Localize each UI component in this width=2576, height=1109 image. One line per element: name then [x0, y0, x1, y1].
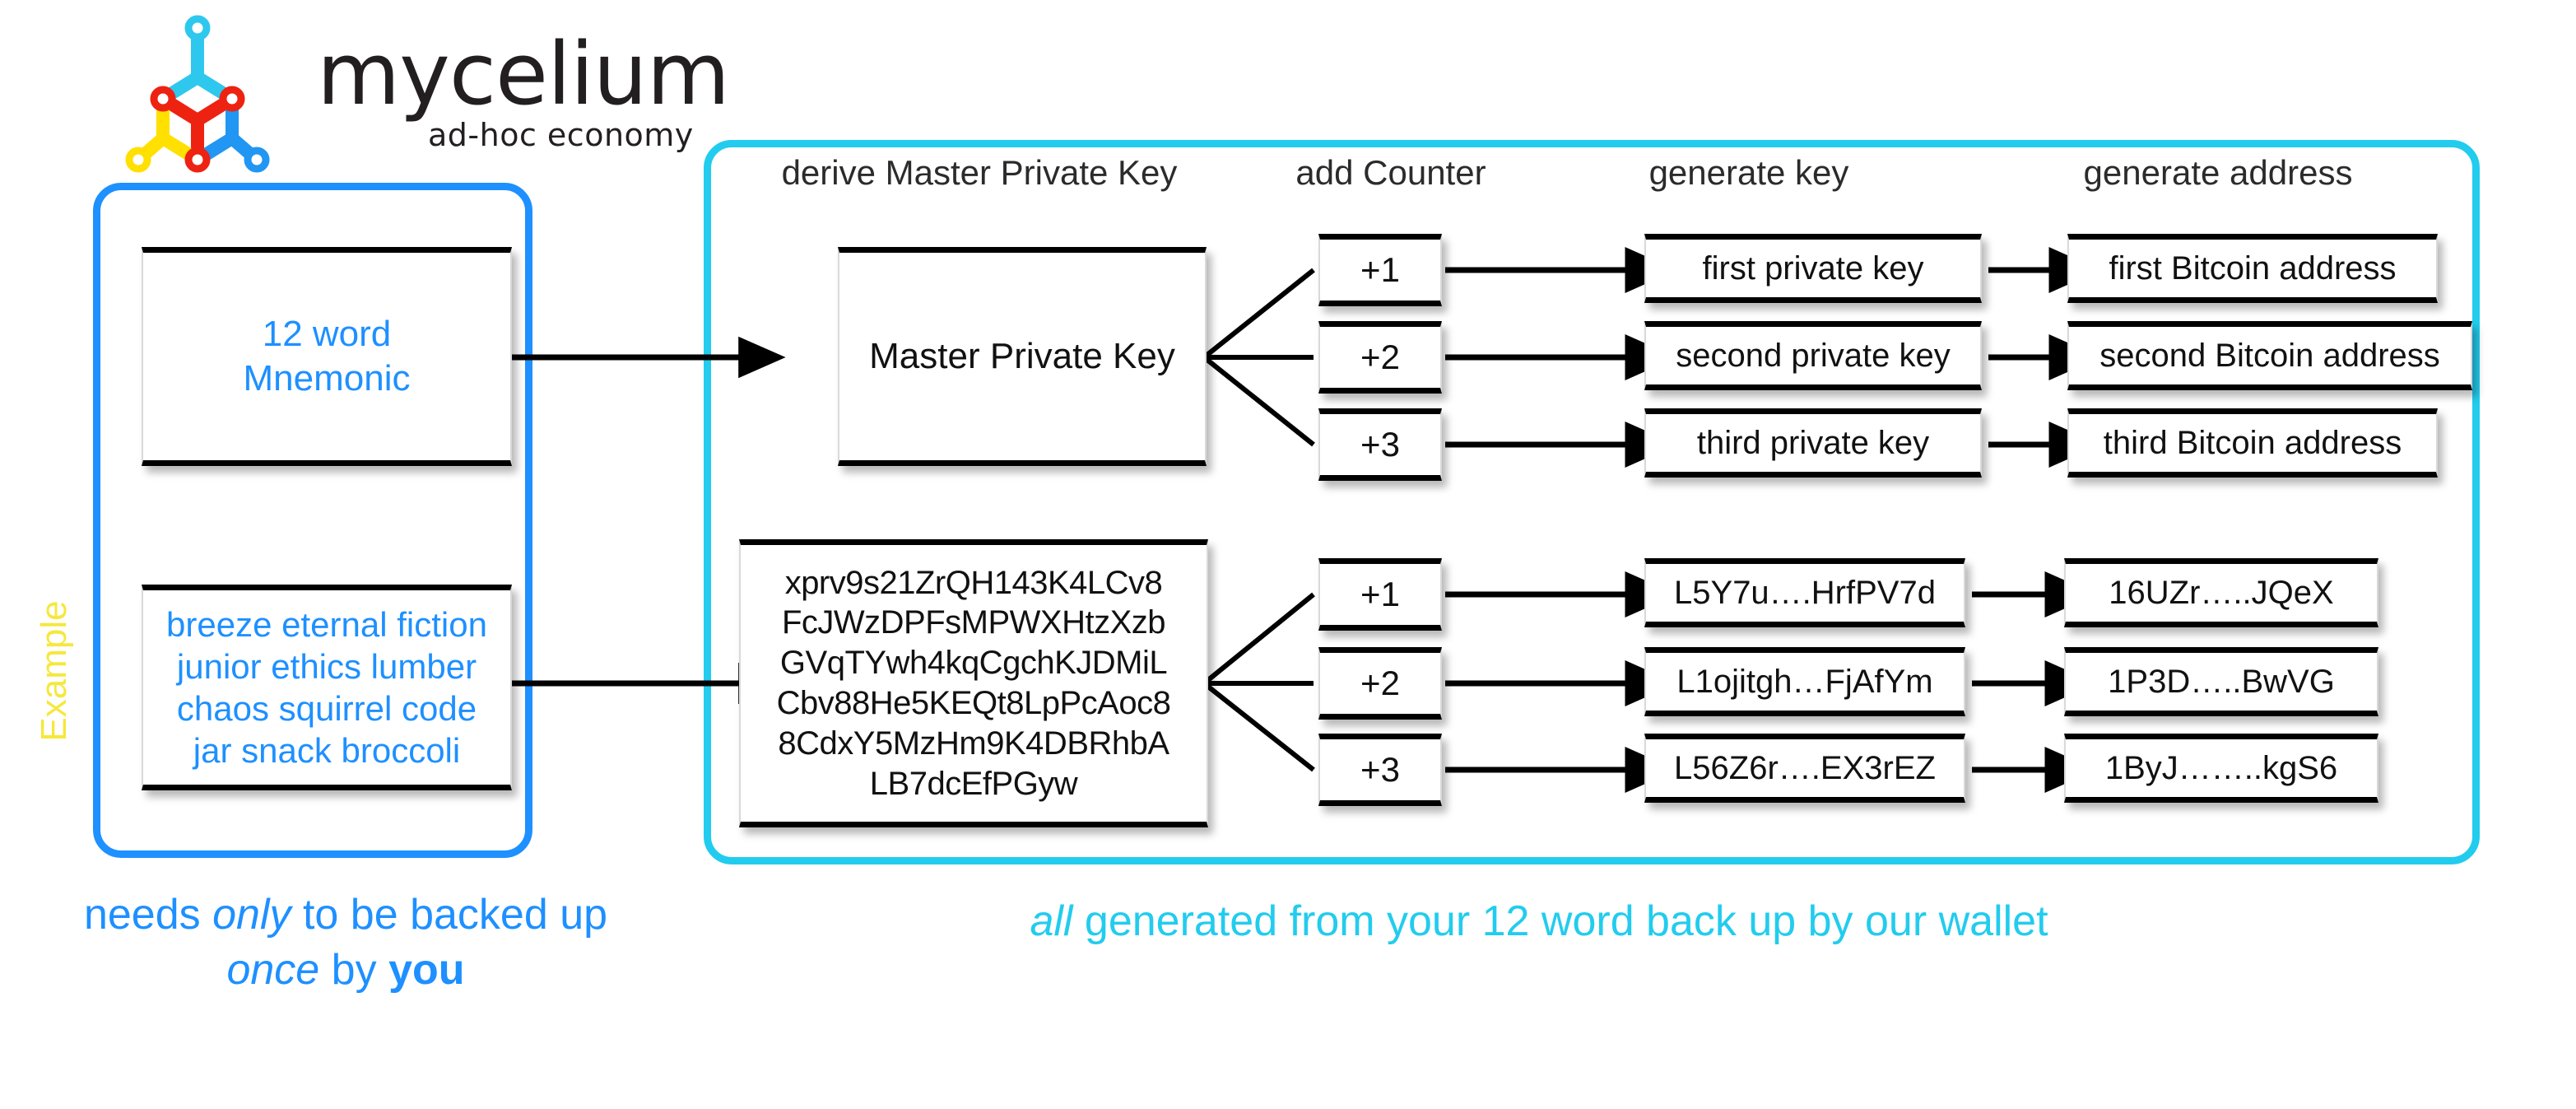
master-private-key-box: Master Private Key [838, 247, 1207, 466]
private-key-box-2: second private key [1644, 321, 1982, 390]
column-header-add-counter: add Counter [1295, 153, 1486, 192]
derived-address-box-2: 1P3D…..BwVG [2064, 647, 2378, 716]
example-words-line-4: jar snack broccoli [193, 731, 461, 771]
example-words-box: breeze eternal fiction junior ethics lum… [142, 585, 512, 790]
example-side-label: Example [34, 600, 74, 742]
backup-panel [93, 183, 532, 858]
counter-box-4: +1 [1318, 558, 1442, 631]
counter-box-2: +2 [1318, 321, 1442, 394]
left-caption: needs only to be backed up once by you [0, 888, 691, 997]
counter-box-1: +1 [1318, 234, 1442, 306]
example-words-line-3: chaos squirrel code [176, 689, 477, 728]
xprv-master-key-box: xprv9s21ZrQH143K4LCv8 FcJWzDPFsMPWXHtzXz… [739, 539, 1208, 827]
example-words-line-2: junior ethics lumber [176, 646, 477, 686]
mnemonic-box: 12 word Mnemonic [142, 247, 512, 466]
caption-left-italic-once: once [226, 945, 320, 994]
derivation-panel [704, 140, 2480, 864]
caption-right-italic-all: all [1030, 897, 1073, 945]
mycelium-node-lattice-icon [123, 10, 272, 175]
xprv-line-2: FcJWzDPFsMPWXHtzXzb [781, 604, 1166, 641]
caption-left-bold-you: you [388, 945, 465, 994]
counter-box-3: +3 [1318, 408, 1442, 481]
caption-left-part3: by [319, 945, 389, 994]
bitcoin-address-box-3: third Bitcoin address [2067, 408, 2438, 478]
caption-right-part1: generated from your 12 word back up by o… [1072, 897, 2048, 945]
xprv-line-4: Cbv88He5KEQt8LpPcAoc8 [776, 685, 1171, 721]
xprv-line-6: LB7dcEfPGyw [869, 765, 1078, 802]
brand-wordmark: mycelium [317, 24, 730, 124]
bitcoin-address-box-1: first Bitcoin address [2067, 234, 2438, 303]
derived-address-box-3: 1ByJ……..kgS6 [2064, 734, 2378, 803]
column-header-derive-master-private-key: derive Master Private Key [781, 153, 1178, 192]
example-words-line-1: breeze eternal fiction [166, 604, 487, 644]
right-caption: all generated from your 12 word back up … [839, 894, 2239, 949]
derived-private-key-box-2: L1ojitgh…FjAfYm [1644, 647, 1965, 716]
caption-left-part1: needs [83, 891, 213, 939]
private-key-box-3: third private key [1644, 408, 1982, 478]
caption-left-italic-only: only [212, 891, 291, 939]
xprv-line-3: GVqTYwh4kqCgchKJDMiL [779, 645, 1168, 682]
counter-box-5: +2 [1318, 647, 1442, 720]
xprv-line-5: 8CdxY5MzHm9K4DBRhbA [778, 725, 1169, 762]
column-header-generate-address: generate address [2083, 153, 2353, 192]
column-header-generate-key: generate key [1648, 153, 1849, 192]
derived-private-key-box-3: L56Z6r….EX3rEZ [1644, 734, 1965, 803]
caption-left-part2: to be backed up [291, 891, 608, 939]
bitcoin-address-box-2: second Bitcoin address [2067, 321, 2472, 390]
brand-tagline: ad-hoc economy [428, 117, 694, 153]
counter-box-6: +3 [1318, 734, 1442, 806]
private-key-box-1: first private key [1644, 234, 1982, 303]
xprv-line-1: xprv9s21ZrQH143K4LCv8 [784, 564, 1163, 601]
derived-private-key-box-1: L5Y7u….HrfPV7d [1644, 558, 1965, 627]
derived-address-box-1: 16UZr…..JQeX [2064, 558, 2378, 627]
mnemonic-line-1: 12 word [262, 314, 392, 355]
mnemonic-line-2: Mnemonic [243, 358, 411, 398]
